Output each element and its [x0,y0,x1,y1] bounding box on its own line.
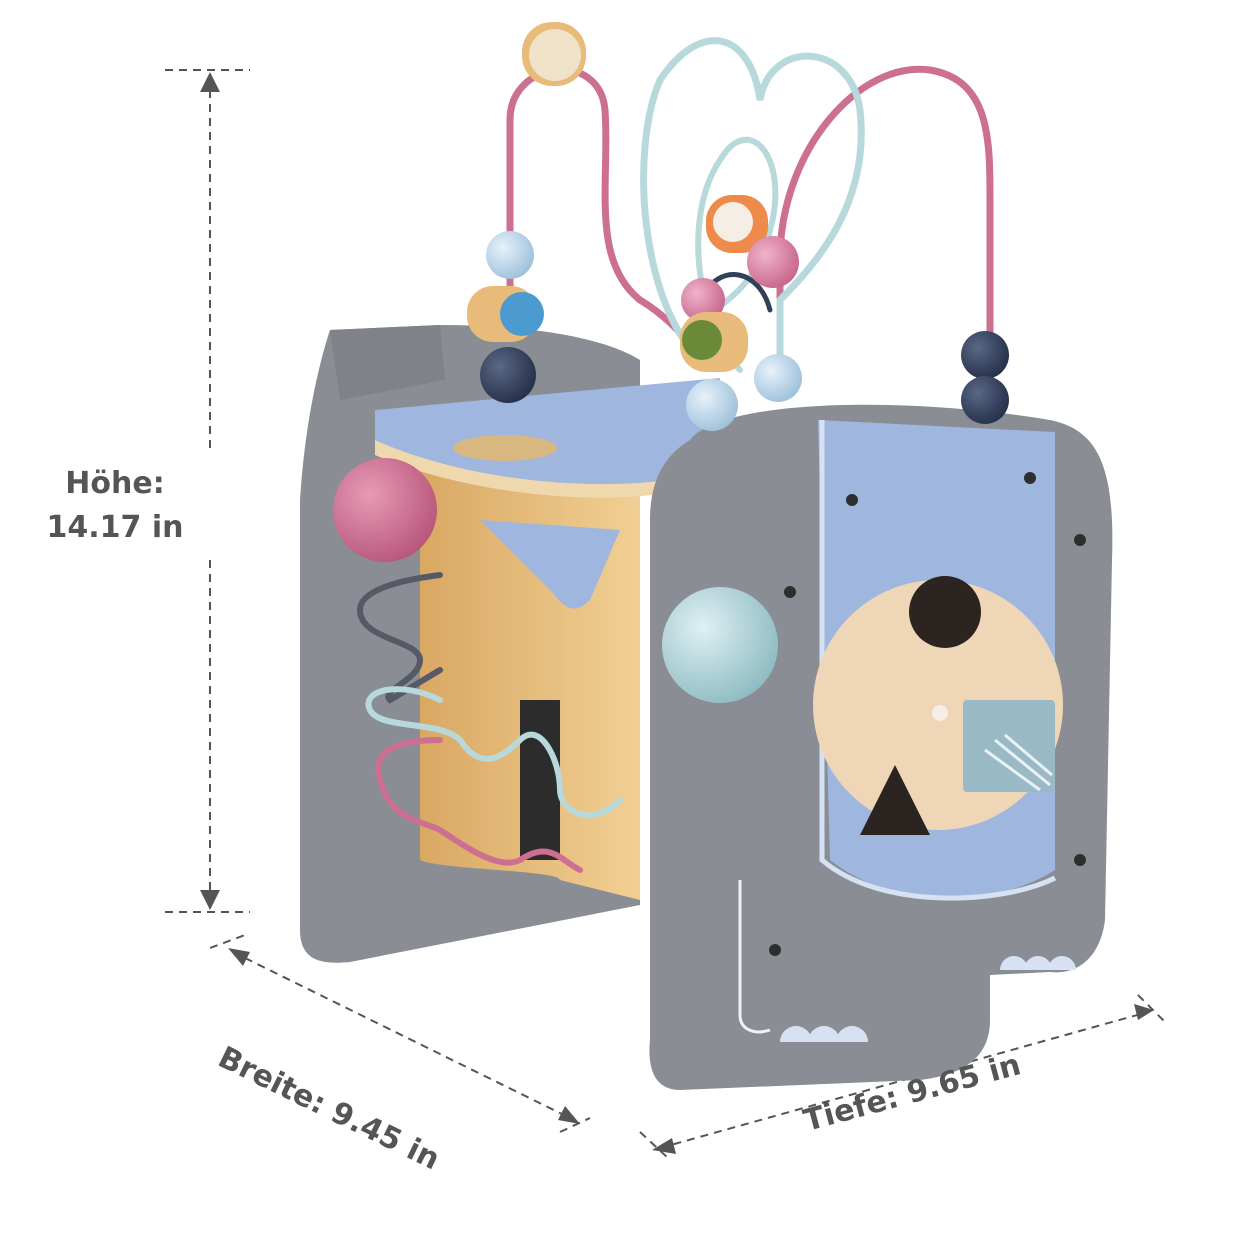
top-lid [375,378,720,495]
height-label-value: 14.17 in [46,510,184,545]
elephant-toes [780,956,1076,1042]
circle-hole [909,576,981,648]
mint-ball [662,587,778,703]
beads [467,22,1009,431]
pink-ball [333,458,437,562]
triangle-hole [860,765,930,835]
blue-cube [963,700,1055,792]
width-dimension [209,934,591,1133]
height-label: Höhe: 14.17 in [40,462,190,550]
height-dimension [165,69,250,913]
screws [769,472,1086,956]
height-label-title: Höhe: [65,466,165,501]
